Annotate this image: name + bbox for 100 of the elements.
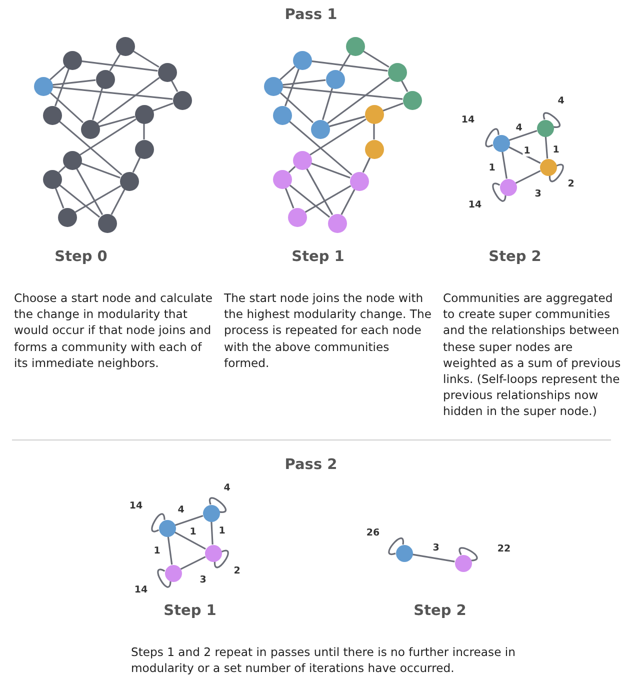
graph-node (500, 178, 516, 196)
edge-label: 22 (496, 544, 512, 554)
graph-node (134, 104, 154, 124)
graph-node (120, 172, 138, 190)
edge-line (382, 102, 404, 112)
edge-line (210, 521, 214, 545)
edge-line (508, 130, 538, 142)
edge-line (49, 92, 84, 124)
graph-node (350, 172, 368, 190)
self-loop (157, 568, 172, 588)
graph-node (492, 134, 510, 152)
graph-node (158, 520, 176, 536)
edge-line (132, 50, 160, 68)
self-loop (543, 112, 560, 128)
edge-line (80, 118, 136, 156)
graph-node (292, 50, 312, 70)
self-loop (209, 497, 226, 513)
graph-node (204, 544, 222, 562)
edge-line (98, 116, 136, 128)
description-text: Steps 1 and 2 repeat in passes until there is no further increase in modularity or a set number of iterations have occurred. (131, 644, 516, 676)
graph-node (158, 62, 176, 82)
edge-line (310, 118, 366, 156)
edge-line (282, 86, 403, 100)
edge-label: 1 (188, 526, 198, 538)
self-loop (214, 550, 229, 568)
edge-label: 1 (152, 546, 162, 556)
edge-line (284, 68, 300, 106)
edge-line (58, 120, 122, 176)
edge-label: 2 (232, 566, 242, 576)
description-text: Choose a start node and calculate the change in modularity that would occur if that node joins and forms a community with each of its immediate neighbors. (14, 290, 214, 372)
edge-label: 1 (522, 146, 532, 156)
self-loop (458, 547, 478, 562)
graph-node (396, 544, 412, 562)
edge-line (362, 50, 390, 68)
graph-node (98, 214, 116, 232)
edge-line (311, 60, 388, 72)
step-heading: Step 2 (488, 249, 542, 265)
edge-line (306, 168, 334, 216)
edge-line (322, 88, 334, 120)
edge-line (282, 79, 326, 86)
edge-line (288, 184, 330, 218)
graph-node (364, 140, 384, 158)
edge-line (54, 68, 70, 106)
edge-line (362, 157, 371, 173)
edge-line (74, 185, 122, 213)
edge-line (310, 162, 350, 178)
edge-line (280, 66, 296, 80)
self-loop (485, 128, 500, 148)
self-loop (492, 182, 506, 202)
self-loop (388, 538, 404, 555)
graph-node (34, 76, 52, 96)
step-heading: Step 2 (414, 603, 466, 619)
graph-node (42, 106, 62, 124)
edge-line (170, 80, 178, 92)
edge-line (288, 120, 352, 176)
graph-node (328, 214, 346, 232)
edge-line (412, 554, 455, 562)
edge-line (400, 80, 408, 92)
edge-line (54, 188, 64, 208)
edge-line (52, 86, 173, 100)
edge-line (340, 189, 356, 215)
step-heading: Step 1 (292, 249, 344, 265)
edge-label: 14 (133, 584, 149, 596)
edge-line (143, 124, 145, 140)
graph-node (540, 158, 556, 176)
graph-node (202, 504, 220, 522)
edge-line (373, 124, 375, 140)
graph-node (310, 120, 330, 138)
graph-node (62, 50, 82, 70)
edge-line (515, 170, 541, 184)
edge-line (284, 188, 294, 208)
edge-line (58, 184, 100, 218)
graph-node (80, 120, 100, 138)
edge-label: 4 (556, 96, 566, 106)
graph-node (58, 208, 76, 226)
graph-node (62, 150, 82, 170)
description-text: The start node joins the node with the highest modularity change. The process is repeated for each node with the above communities formed. (224, 290, 432, 372)
step-heading: Step 0 (54, 249, 108, 265)
pass-heading: Pass 1 (284, 7, 338, 23)
graph-node (134, 140, 154, 158)
edge-label: 1 (218, 526, 226, 536)
edge-label: 3 (432, 542, 440, 554)
pass-heading: Pass 2 (284, 457, 338, 473)
edge-label: 14 (128, 500, 144, 512)
graph-node (402, 90, 422, 110)
edge-line (304, 185, 352, 213)
step-heading: Step 1 (164, 603, 216, 619)
graph-node (272, 170, 292, 188)
edge-label: 4 (514, 122, 524, 134)
graph-node (116, 36, 134, 56)
edge-label: 3 (534, 188, 542, 200)
graph-node (264, 76, 282, 96)
edge-label: 26 (365, 528, 381, 538)
edge-line (180, 556, 206, 570)
edge-label: 3 (198, 574, 208, 586)
graph-node (536, 120, 554, 136)
edge-label: 1 (552, 144, 560, 156)
graph-node (364, 104, 384, 124)
edge-line (327, 77, 390, 124)
graph-node (388, 62, 406, 82)
